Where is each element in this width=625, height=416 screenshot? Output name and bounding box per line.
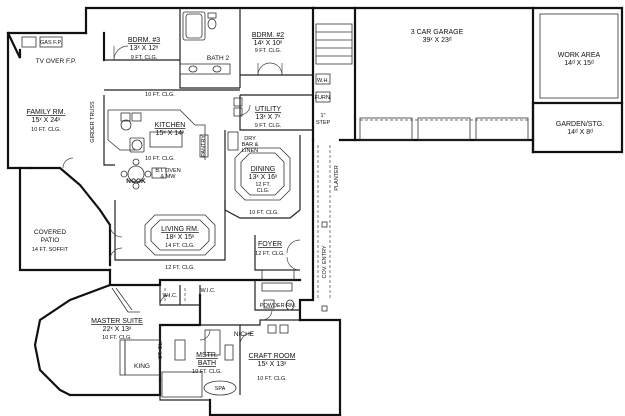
work-area-name: WORK AREA	[558, 52, 601, 59]
craft-name: CRAFT ROOM	[249, 353, 296, 360]
exterior-walls	[6, 6, 624, 416]
bdrm2-dims: 14ˣ X 10ˣ	[254, 40, 283, 47]
mstr-bath-name: MSTR.	[196, 352, 218, 359]
dining-dims: 13ˣ X 16ˣ	[249, 174, 278, 181]
master-ceiling: 10 FT. CLG.	[102, 335, 132, 341]
master-dims: 22ˣ X 13ˣ	[103, 326, 132, 333]
living-ceiling: 14 FT. CLG.	[165, 243, 195, 249]
family-dims: 15ˣ X 24ˣ	[32, 117, 61, 124]
dining-sub: 12 FT.	[255, 182, 271, 188]
step-pre-label: 1"	[320, 113, 325, 119]
furn-label: FURN.	[315, 95, 332, 101]
living-dims: 18ˣ X 15ˣ	[166, 234, 195, 241]
dining-ceiling: CLG.	[257, 188, 270, 194]
dry-bar-sub2: LINEN	[242, 148, 258, 154]
stgl-label: ST. GL.	[158, 340, 164, 359]
girder-label: GIRDER TRUSS	[90, 101, 96, 143]
king-label: KING	[134, 363, 150, 370]
dry-bar-sub: BAR &	[242, 142, 259, 148]
cov-entry-label: COV. ENTRY	[322, 245, 328, 278]
master-name: MASTER SUITE	[91, 318, 143, 325]
bdrm3-dims: 13ˣ X 12ˣ	[130, 45, 159, 52]
oven-label: B.I. OVEN	[155, 168, 180, 174]
room-labels: 3 CAR GARAGE 39ˣ X 23ᵈ WORK AREA 14ᵈ X 1…	[26, 29, 604, 392]
dining-lower-ceiling: 10 FT. CLG.	[249, 210, 279, 216]
garden-name: GARDEN/STG.	[556, 121, 604, 128]
step-label: STEP	[316, 120, 331, 126]
wic2-label: W.I.C.	[201, 288, 216, 294]
living-lower-ceiling: 12 FT. CLG.	[165, 265, 195, 271]
garden-dims: 14ᵈ X 8ᵈ	[567, 129, 593, 136]
patio-ceiling: 14 FT. SOFFIT	[32, 247, 69, 253]
oven-sub: & MW	[161, 174, 177, 180]
foyer-ceiling: 12 FT. CLG.	[255, 251, 285, 257]
garage-name: 3 CAR GARAGE	[411, 29, 464, 36]
bdrm2-ceiling: 9 FT. CLG.	[255, 48, 282, 54]
bdrm2-name: BDRM. #2	[252, 32, 284, 39]
kitchen-dims: 15ˣ X 14ˣ	[156, 130, 185, 137]
utility-ceiling: 9 FT. CLG.	[255, 123, 282, 129]
planter-label: PLANTER	[334, 165, 340, 190]
doors	[62, 45, 301, 346]
bdrm3-name: BDRM. #3	[128, 37, 160, 44]
wic1-label: W.I.C.	[163, 293, 178, 299]
niche-label: NICHE	[234, 331, 255, 338]
kitchen-ceiling: 10 FT. CLG.	[145, 156, 175, 162]
family-name: FAMILY RM.	[26, 109, 65, 116]
living-name: LIVING RM.	[161, 226, 199, 233]
dry-bar-label: DRY	[244, 136, 256, 142]
utility-dims: 13ˣ X 7ˣ	[256, 114, 282, 121]
mstr-bath-sub: BATH	[198, 360, 216, 367]
gas-fp-label: GAS F.P.	[40, 40, 62, 46]
craft-ceiling: 10 FT. CLG.	[257, 376, 287, 382]
craft-dims: 15ˣ X 13ˣ	[258, 361, 287, 368]
powder-label: POWDER RM.	[260, 303, 297, 309]
tv-label: TV OVER F.P.	[36, 58, 77, 65]
pantry-label: PANTRY	[201, 135, 207, 157]
patio-sub: PATIO	[41, 237, 60, 244]
dining-name: DINING	[251, 166, 276, 173]
tub-label: SPA	[215, 386, 226, 392]
work-area-dims: 14ᵈ X 15ᵈ	[564, 60, 594, 67]
fixtures	[21, 11, 619, 398]
hall-ceiling: 10 FT. CLG.	[145, 92, 175, 98]
nook-label: NOOK	[126, 178, 146, 185]
bath2-name: BATH 2	[207, 55, 230, 62]
kitchen-name: KITCHEN	[155, 122, 186, 129]
mstr-bath-ceiling: 10 FT. CLG.	[192, 369, 222, 375]
bdrm3-ceiling: 9 FT. CLG.	[131, 55, 158, 61]
patio-name: COVERED	[34, 229, 66, 236]
utility-name: UTILITY	[255, 106, 281, 113]
family-ceiling: 10 FT. CLG.	[31, 127, 61, 133]
garage-dims: 39ˣ X 23ᵈ	[422, 37, 451, 44]
wh-label: W.H.	[317, 78, 329, 84]
foyer-name: FOYER	[258, 241, 282, 248]
